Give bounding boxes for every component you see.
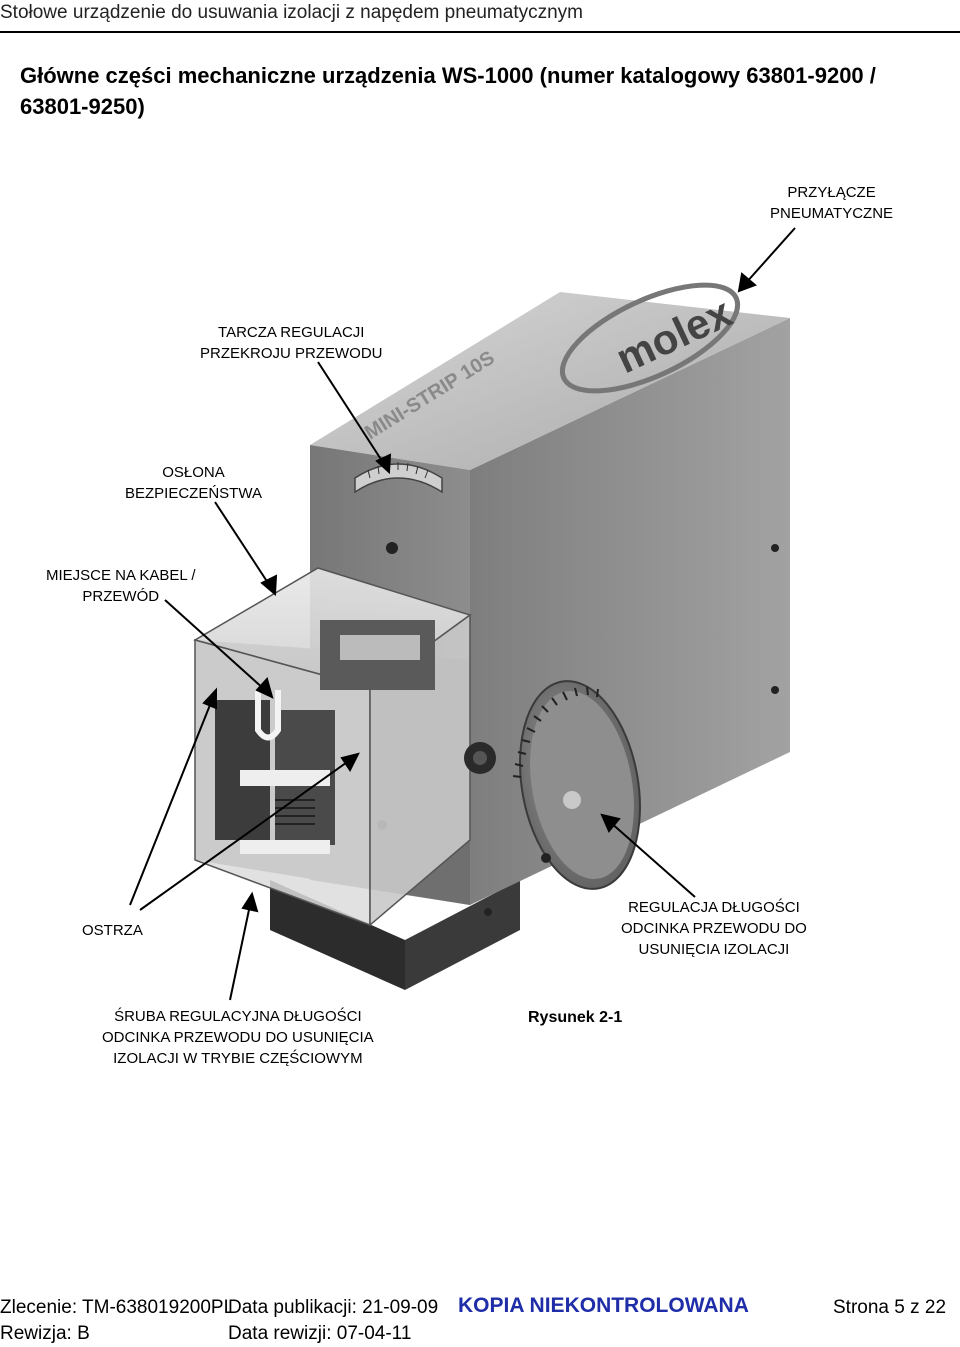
arrowhead-blade-right [340,752,360,772]
footer-revision: Rewizja: B [0,1323,90,1344]
footer-page-number: Strona 5 z 22 [833,1297,947,1318]
arrowhead-pneumatic [737,272,757,293]
arrowhead-screw [241,891,259,913]
arrowhead-blade-left [202,687,217,710]
arrowhead-guard [260,574,278,597]
header-divider [0,31,960,33]
figure-caption: Rysunek 2-1 [528,1009,623,1026]
arrow-cable [164,599,266,691]
callout-arrows [129,227,796,1001]
arrow-blade-left [129,699,213,906]
arrow-pneumatic [744,227,796,285]
document-title: Stołowe urządzenie do usuwania izolacji … [0,2,583,23]
arrow-dial [317,361,385,465]
page-header: Stołowe urządzenie do usuwania izolacji … [0,0,960,40]
page-footer: Zlecenie: TM-638019200PL Data publikacji… [0,1290,960,1347]
label-blades: OSTRZA [82,922,143,939]
guard-knob [464,742,496,774]
arrow-length [609,821,696,898]
footer-order: Zlecenie: TM-638019200PL [0,1297,235,1318]
footer-uncontrolled-copy: KOPIA NIEKONTROLOWANA [458,1294,749,1317]
arrowhead-dial [375,453,392,475]
footer-published: Data publikacji: 21-09-09 [228,1297,439,1318]
strip-length-dial [512,680,641,890]
footer-revised-date: Data rewizji: 07-04-11 [228,1323,412,1344]
label-cable-position: MIEJSCE NA KABEL /PRZEWÓD [46,567,196,605]
arrow-guard [214,501,271,587]
arrowhead-cable [255,676,274,699]
arrow-screw [229,904,251,1001]
arrowhead-length [600,813,621,833]
arrow-blade-right [139,759,351,911]
machine-top-panel [310,292,790,470]
section-heading: Główne części mechaniczne urządzenia WS-… [20,63,876,119]
machine-base [270,880,520,990]
